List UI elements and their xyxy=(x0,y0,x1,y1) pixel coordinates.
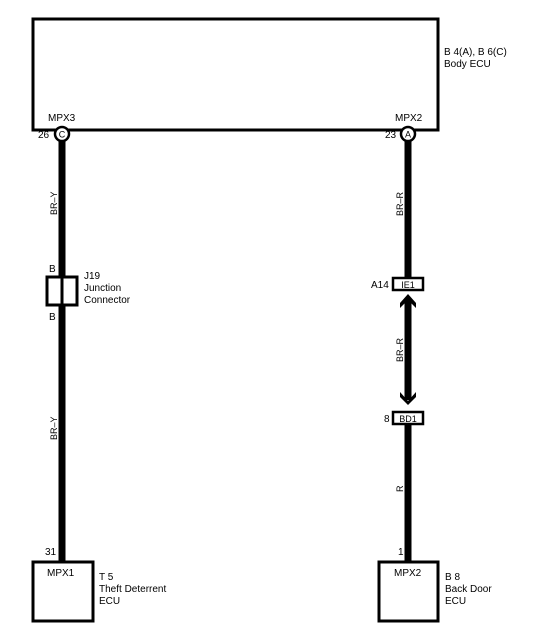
body-ecu-terminal-mpx3: MPX3 xyxy=(48,113,76,124)
theft-deterrent-pin: 31 xyxy=(45,547,57,558)
bd1-chevron-down xyxy=(400,392,416,405)
back-door-name-line1: Back Door xyxy=(445,584,492,595)
pin-26-letter: C xyxy=(59,130,66,140)
wire-label-left-upper: BR–Y xyxy=(49,191,59,215)
back-door-name-line2: ECU xyxy=(445,596,466,607)
theft-deterrent-ecu-box xyxy=(31,560,95,623)
theft-deterrent-ref: T 5 xyxy=(99,572,114,583)
theft-deterrent-terminal: MPX1 xyxy=(47,568,75,579)
ie1-pin: A14 xyxy=(371,280,389,291)
pin-23-connector xyxy=(399,125,417,143)
pin-26-connector xyxy=(53,125,71,143)
bd1-pin: 8 xyxy=(384,414,390,425)
pin-23-number: 23 xyxy=(385,130,397,141)
j19-pin-top: B xyxy=(49,264,56,275)
wire-label-right-middle: BR–R xyxy=(395,337,405,362)
body-ecu-terminal-mpx2: MPX2 xyxy=(395,113,423,124)
wire-label-right-upper: BR–R xyxy=(395,191,405,216)
ie1-chevron-up xyxy=(400,294,416,308)
theft-deterrent-name-line1: Theft Deterrent xyxy=(99,584,166,595)
back-door-pin: 1 xyxy=(398,547,404,558)
j19-name-line2: Connector xyxy=(84,295,131,306)
back-door-ref: B 8 xyxy=(445,572,460,583)
back-door-ecu-box xyxy=(377,560,440,623)
ie1-label: IE1 xyxy=(401,280,415,290)
wire-label-right-lower: R xyxy=(395,485,405,492)
j19-name-line1: Junction xyxy=(84,283,121,294)
j19-ref: J19 xyxy=(84,271,101,282)
bd1-label: BD1 xyxy=(399,414,417,424)
j19-pin-bottom: B xyxy=(49,312,56,323)
body-ecu-name: Body ECU xyxy=(444,59,491,70)
theft-deterrent-name-line2: ECU xyxy=(99,596,120,607)
wire-label-left-lower: BR–Y xyxy=(49,416,59,440)
back-door-terminal: MPX2 xyxy=(394,568,422,579)
pin-26-number: 26 xyxy=(38,130,50,141)
ie1-connector xyxy=(391,276,425,292)
body-ecu-ref: B 4(A), B 6(C) xyxy=(444,47,507,58)
pin-23-letter: A xyxy=(405,130,411,140)
body-ecu-box xyxy=(31,17,440,132)
